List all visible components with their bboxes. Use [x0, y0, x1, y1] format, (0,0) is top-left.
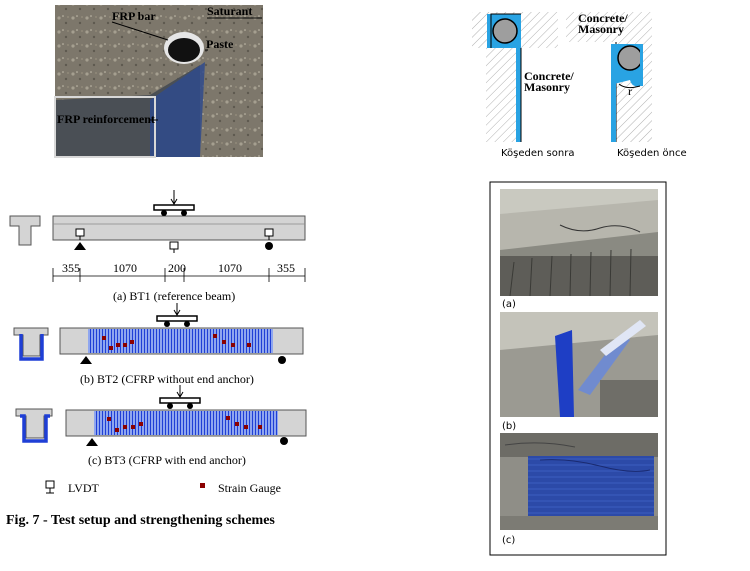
lvdt-1	[75, 228, 85, 240]
corner-detail-after: Concrete/ Masonry Köşeden sonra	[472, 12, 577, 159]
strain-gauge-legend-icon	[200, 483, 205, 488]
bt1-caption: (a) BT1 (reference beam)	[113, 289, 235, 303]
photo-b-label: (b)	[502, 421, 516, 432]
photo-b	[500, 312, 658, 417]
dim-200: 200	[168, 261, 186, 275]
photo-c	[500, 433, 658, 530]
dim-355-left: 355	[62, 261, 80, 275]
legend: LVDT Strain Gauge	[45, 480, 281, 495]
bt2-caption: (b) BT2 (CFRP without end anchor)	[80, 372, 254, 386]
frp-reinforcement-label: FRP reinforcement	[57, 112, 155, 126]
lvdt-legend-label: LVDT	[68, 481, 100, 495]
strain-gauges-bt3	[107, 416, 262, 432]
beam-bt1: 355 1070 200 1070 355 (a) BT1 (reference…	[9, 190, 306, 303]
lvdt-2	[169, 241, 179, 253]
dim-1070-right: 1070	[218, 261, 242, 275]
photo-c-label: (c)	[502, 535, 515, 546]
corner-detail-before: r Concrete/ Masonry Köşeden önce	[566, 11, 687, 159]
photo-a-label: (a)	[502, 299, 516, 310]
radius-label: r	[628, 84, 632, 98]
caption-before-corner: Köşeden önce	[617, 148, 687, 159]
paste-label: Paste	[206, 37, 234, 51]
frp-anchor-photo: FRP bar Saturant Paste FRP reinforcement	[54, 4, 263, 158]
photo-a	[500, 189, 658, 297]
corner-right-material-label: Concrete/ Masonry	[578, 11, 631, 36]
beam-bt2: (b) BT2 (CFRP without end anchor)	[13, 303, 304, 386]
strain-gauge-legend-label: Strain Gauge	[218, 481, 281, 495]
lvdt-legend-icon	[45, 480, 55, 494]
strain-gauges-bt2	[102, 334, 251, 350]
beam-bt3: (c) BT3 (CFRP with end anchor)	[15, 385, 307, 467]
lvdt-3	[264, 228, 274, 240]
dim-355-right: 355	[277, 261, 295, 275]
bt3-caption: (c) BT3 (CFRP with end anchor)	[88, 453, 246, 467]
caption-after-corner: Köşeden sonra	[501, 148, 574, 159]
failure-photos-panel: (a) (b) (c)	[489, 181, 667, 556]
dim-1070-left: 1070	[113, 261, 137, 275]
figure-caption: Fig. 7 - Test setup and strengthening sc…	[6, 513, 275, 528]
frp-bar-label: FRP bar	[112, 9, 156, 23]
saturant-label: Saturant	[207, 4, 252, 18]
corner-left-material-label: Concrete/ Masonry	[524, 69, 577, 94]
